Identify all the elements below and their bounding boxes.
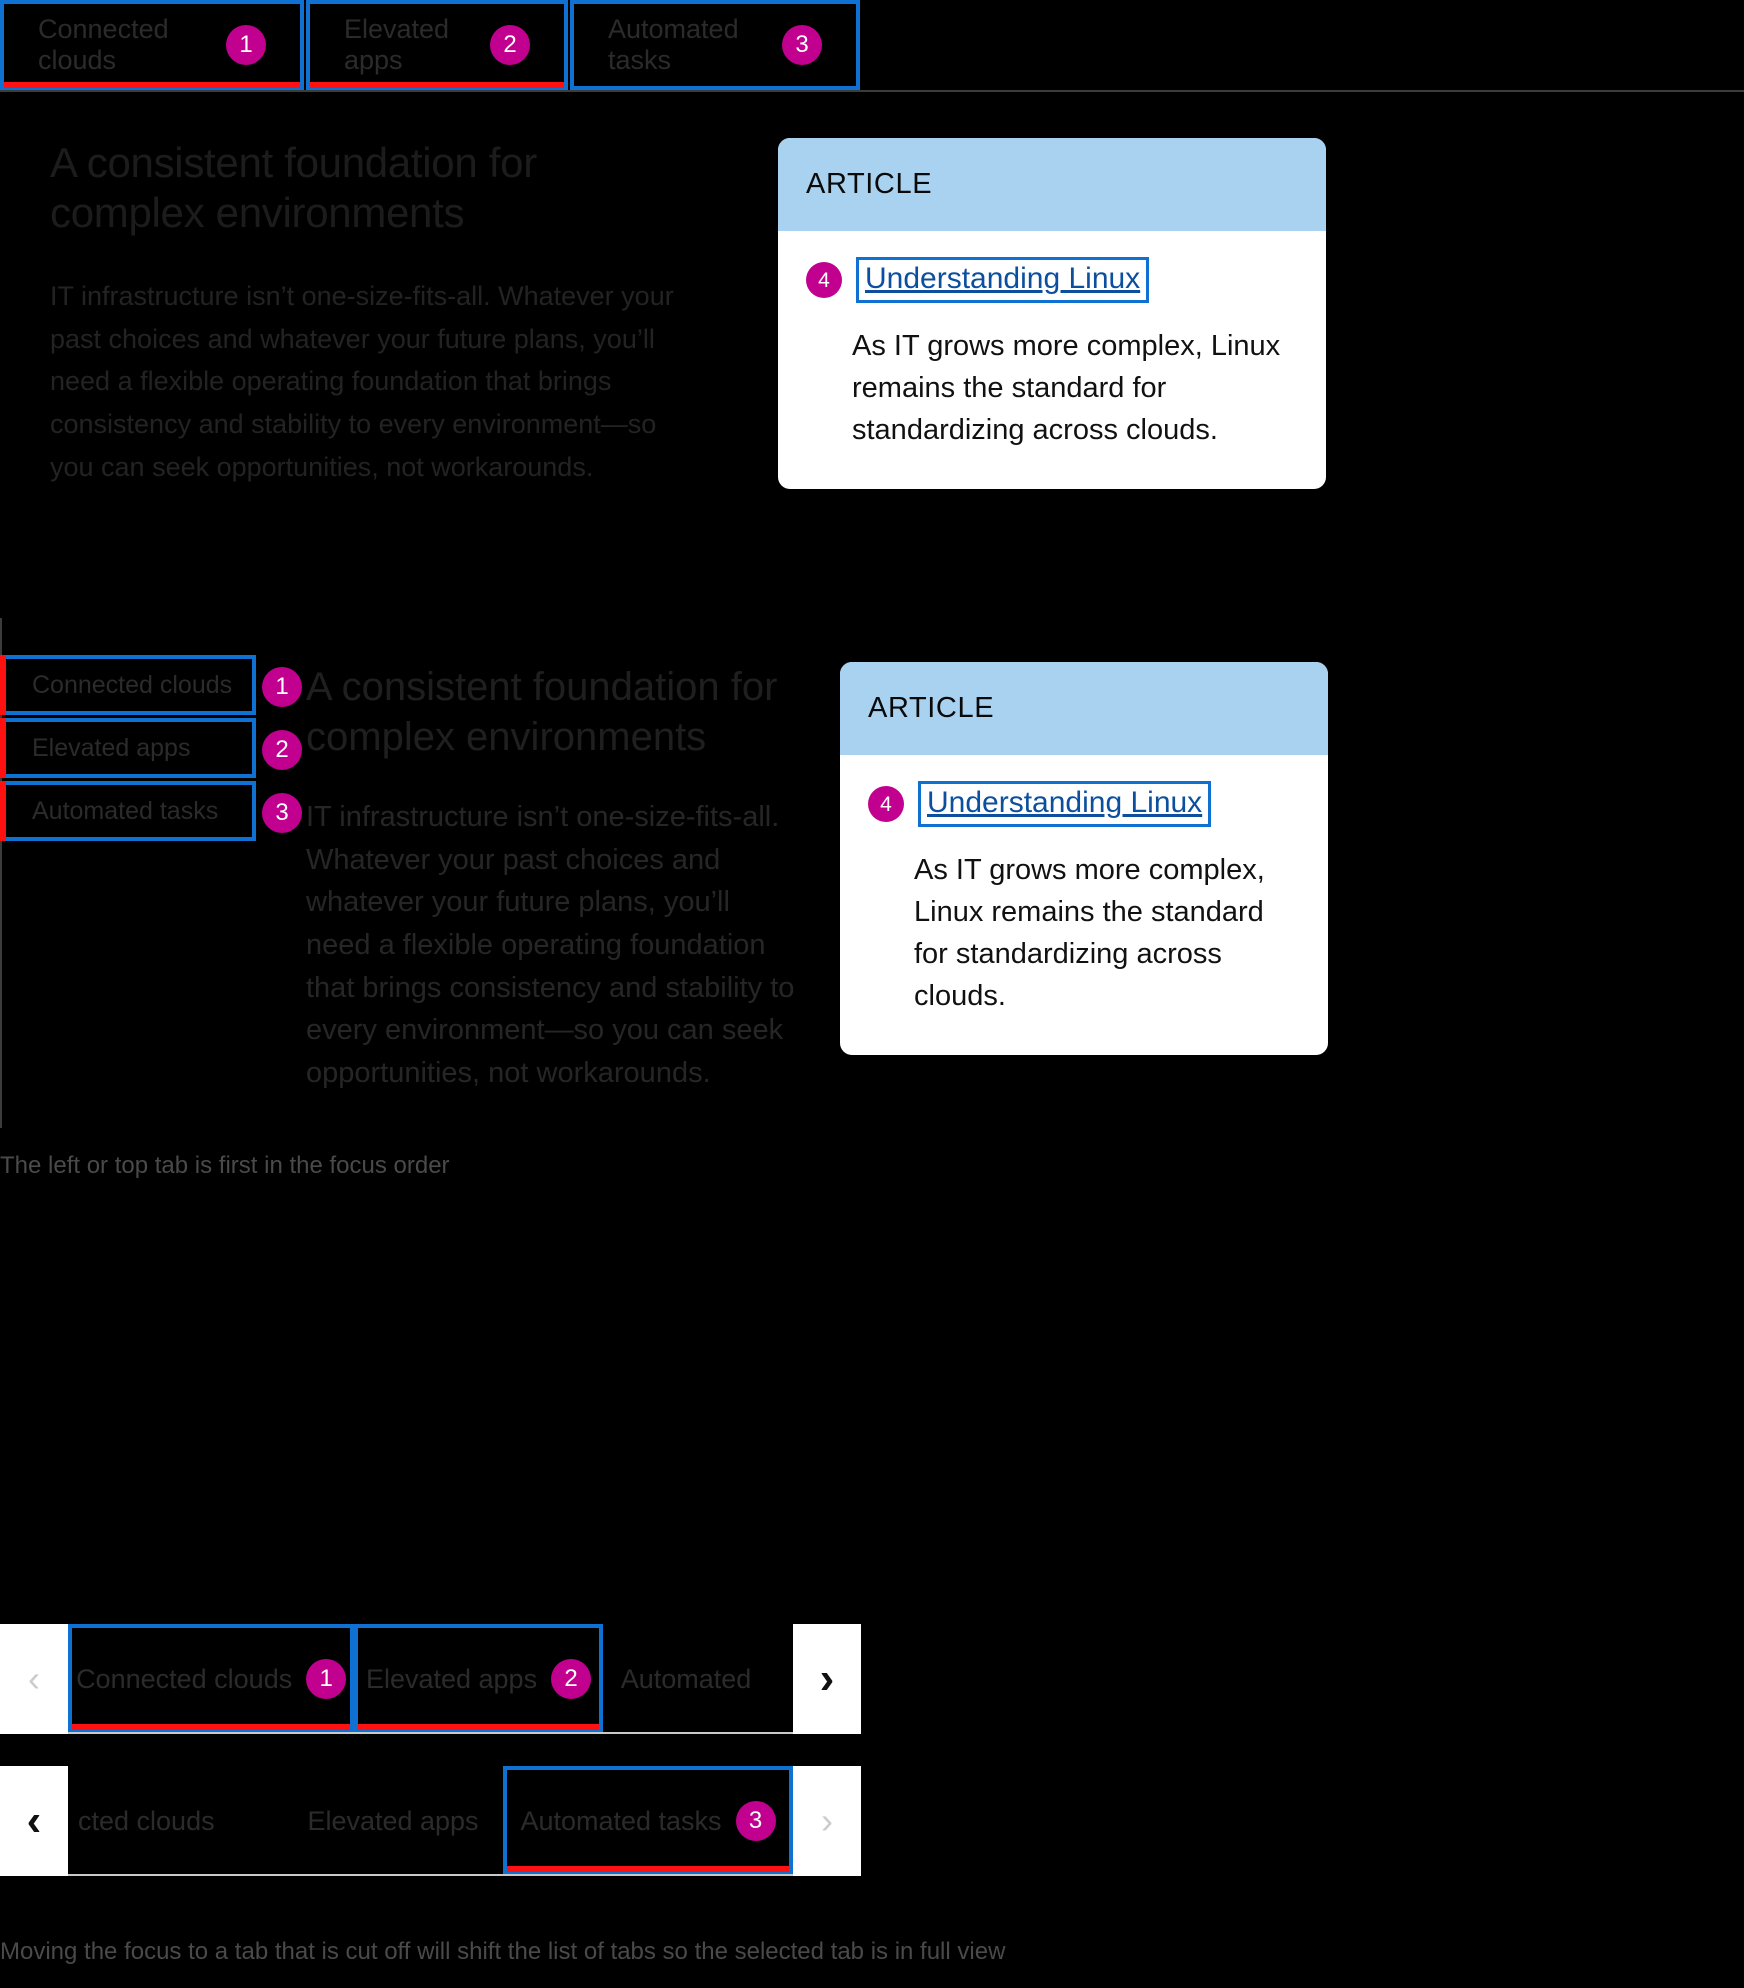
tab-label: Automated tasks	[608, 14, 739, 75]
ctab-automated-tasks-cutoff[interactable]: Automated	[602, 1624, 793, 1734]
focus-order-badge-1: 1	[306, 1659, 347, 1699]
carousel-next-icon[interactable]: ›	[793, 1624, 861, 1734]
vtab-elevated-apps[interactable]: Elevated apps	[0, 718, 256, 778]
carousel-next-icon[interactable]: ›	[793, 1766, 861, 1876]
tab-label: Connected clouds	[32, 670, 233, 699]
tabpanel-content-mid: A consistent foundation for complex envi…	[306, 662, 796, 1094]
vtab-connected-clouds[interactable]: Connected clouds	[0, 655, 256, 715]
panel-heading: A consistent foundation for complex envi…	[50, 139, 537, 236]
tab-carousel-second: ‹ cted clouds Elevated apps Automated ta…	[0, 1766, 861, 1876]
article-card-mid: ARTICLE 4 Understanding Linux As IT grow…	[840, 662, 1328, 1056]
tab-label: Elevated apps	[365, 1663, 538, 1694]
panel-heading: A consistent foundation for complex envi…	[306, 665, 778, 759]
article-description: As IT grows more complex, Linux remains …	[852, 330, 1281, 447]
tab-label: Elevated apps	[32, 733, 191, 762]
active-tab-underline	[358, 1724, 599, 1730]
tablist-divider	[0, 90, 1744, 92]
vertical-tablist: Connected clouds Elevated apps Automated…	[0, 655, 256, 844]
carousel-prev-icon[interactable]: ‹	[0, 1624, 68, 1734]
horizontal-tablist: Connected clouds 1 Elevated apps 2 Autom…	[0, 0, 860, 90]
vertical-tab-badges: 1 2 3	[262, 655, 302, 844]
panel-body: IT infrastructure isn’t one-size-fits-al…	[306, 801, 795, 1089]
focus-order-badge-4: 4	[868, 786, 904, 822]
active-tab-underline	[507, 1866, 789, 1872]
article-link-row: 4 Understanding Linux	[868, 781, 1300, 827]
badge-row: 2	[262, 718, 302, 781]
ctab-elevated-apps[interactable]: Elevated apps	[283, 1766, 503, 1876]
focus-order-badge-3: 3	[782, 25, 822, 65]
badge-row: 3	[262, 781, 302, 844]
ctab-elevated-apps[interactable]: Elevated apps 2	[354, 1624, 603, 1734]
article-eyebrow: ARTICLE	[778, 138, 1326, 231]
vtab-automated-tasks[interactable]: Automated tasks	[0, 781, 256, 841]
tab-label: Connected clouds	[38, 14, 169, 75]
focus-order-badge-3: 3	[262, 792, 302, 833]
active-tab-indicator	[0, 718, 6, 778]
active-tab-indicator	[0, 781, 6, 841]
tab-automated-tasks[interactable]: Automated tasks 3	[570, 0, 860, 90]
article-eyebrow: ARTICLE	[840, 662, 1328, 755]
article-card-top: ARTICLE 4 Understanding Linux As IT grow…	[778, 138, 1326, 490]
carousel-baseline	[68, 1874, 793, 1876]
ctab-connected-clouds[interactable]: Connected clouds 1	[68, 1624, 355, 1734]
article-link-row: 4 Understanding Linux	[806, 257, 1298, 303]
section-left-rule	[0, 618, 2, 1128]
focus-order-badge-2: 2	[551, 1659, 592, 1699]
tab-label: Elevated apps	[307, 1805, 479, 1836]
article-link[interactable]: Understanding Linux	[918, 781, 1212, 827]
caption-focus-order: The left or top tab is first in the focu…	[0, 1152, 450, 1179]
carousel-strip: Connected clouds 1 Elevated apps 2 Autom…	[68, 1624, 793, 1734]
tab-carousel-first: ‹ Connected clouds 1 Elevated apps 2 Aut…	[0, 1624, 861, 1734]
tab-label: Automated	[620, 1663, 752, 1694]
carousel-prev-icon[interactable]: ‹	[0, 1766, 68, 1876]
tabpanel-content-top: A consistent foundation for complex envi…	[50, 138, 690, 488]
focus-order-badge-1: 1	[262, 666, 302, 707]
carousel-baseline	[68, 1732, 793, 1734]
focus-order-badge-2: 2	[490, 25, 530, 65]
tab-label: Automated tasks	[32, 796, 219, 825]
article-card-body: 4 Understanding Linux As IT grows more c…	[840, 755, 1328, 1055]
active-tab-underline	[310, 82, 564, 88]
tab-label: cted clouds	[78, 1805, 215, 1836]
carousel-strip: cted clouds Elevated apps Automated task…	[68, 1766, 793, 1876]
tab-connected-clouds[interactable]: Connected clouds 1	[0, 0, 304, 90]
panel-body: IT infrastructure isn’t one-size-fits-al…	[50, 281, 674, 482]
active-tab-underline	[72, 1724, 351, 1730]
active-tab-underline	[4, 82, 300, 88]
tab-label: Elevated apps	[344, 14, 450, 75]
tab-elevated-apps[interactable]: Elevated apps 2	[306, 0, 568, 90]
focus-order-badge-4: 4	[806, 262, 842, 298]
ctab-connected-clouds-cutoff[interactable]: cted clouds	[68, 1766, 283, 1876]
focus-order-badge-1: 1	[226, 25, 266, 65]
caption-scroll-shift: Moving the focus to a tab that is cut of…	[0, 1938, 1006, 1965]
focus-order-badge-3: 3	[735, 1801, 776, 1841]
tab-label: Automated tasks	[520, 1805, 722, 1836]
tab-label: Connected clouds	[76, 1663, 293, 1694]
article-description: As IT grows more complex, Linux remains …	[914, 854, 1265, 1013]
badge-row: 1	[262, 655, 302, 718]
article-card-body: 4 Understanding Linux As IT grows more c…	[778, 231, 1326, 489]
ctab-automated-tasks[interactable]: Automated tasks 3	[503, 1766, 793, 1876]
active-tab-indicator	[0, 655, 6, 715]
article-link[interactable]: Understanding Linux	[856, 257, 1150, 303]
focus-order-badge-2: 2	[262, 729, 302, 770]
